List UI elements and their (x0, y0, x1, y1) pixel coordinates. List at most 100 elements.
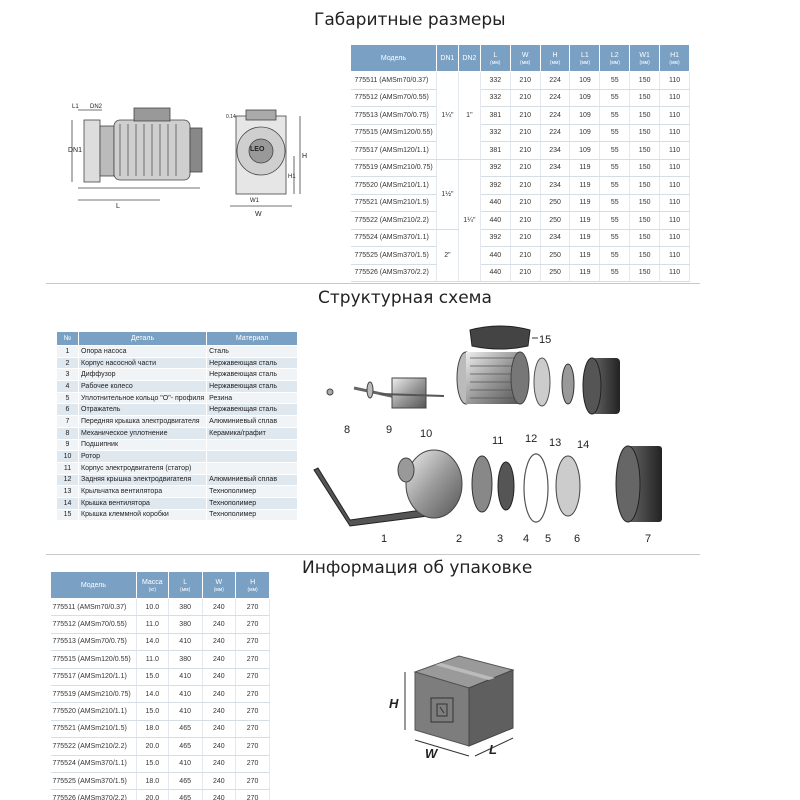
value-cell: 55 (599, 246, 631, 265)
table-header-row: Модель DN1 DN2 L(мм) W(мм) H(мм) L1(мм) … (350, 44, 690, 72)
value-cell: 332 (480, 124, 511, 142)
terminal-cover-part (469, 325, 531, 350)
material-cell: Нержавеющая сталь (206, 380, 298, 393)
model-cell: 775517 (AMSm120/1.1) (350, 141, 437, 160)
value-cell: 240 (202, 737, 237, 756)
value-cell: 240 (202, 615, 237, 634)
callout-3: 3 (497, 533, 503, 545)
value-cell: 392 (480, 176, 511, 195)
value-cell: 110 (659, 159, 690, 177)
model-cell: 775522 (AMSm210/2.2) (350, 211, 437, 230)
value-cell: 11.0 (136, 650, 169, 669)
col-l: L(мм) (479, 44, 511, 72)
value-cell: 55 (599, 141, 631, 160)
model-cell: 775511 (AMSm70/0.37) (350, 71, 437, 90)
value-cell: 110 (659, 246, 690, 265)
part-number-cell: 14 (56, 496, 79, 510)
pump-front-view (230, 109, 301, 207)
value-cell: 110 (659, 89, 690, 107)
value-cell: 14.0 (136, 633, 169, 652)
value-cell: 224 (540, 71, 571, 90)
value-cell: 55 (599, 194, 631, 212)
packaging-table: Модель Масса(кг) L(мм) W(мм) H(мм) 77551… (50, 571, 270, 800)
value-cell: 109 (569, 89, 601, 107)
packaging-title: Информация об упаковке (302, 558, 533, 578)
value-cell: 240 (202, 633, 237, 652)
dn1-cell: 1¼" (436, 71, 459, 160)
value-cell: 150 (629, 229, 661, 247)
col-w: W(мм) (509, 44, 541, 72)
part-name-cell: Рабочее колесо (77, 380, 208, 393)
exploded-view: 15 8 9 10 11 12 13 14 1 2 3 4 5 6 7 (313, 325, 662, 545)
callout-13: 13 (549, 437, 561, 449)
col-dn2: DN2 (457, 44, 481, 72)
fan-part (561, 363, 575, 405)
callout-1: 1 (381, 533, 387, 545)
material-cell: Алюминиевый сплав (206, 473, 298, 487)
divider (46, 283, 700, 284)
value-cell: 380 (168, 598, 203, 617)
model-cell: 775512 (AMSm70/0.55) (50, 615, 137, 634)
value-cell: 234 (540, 229, 571, 247)
value-cell: 270 (235, 598, 270, 617)
part-number-cell: 4 (56, 380, 79, 393)
model-cell: 775525 (AMSm370/1.5) (350, 246, 437, 265)
dimensions-table: Модель DN1 DN2 L(мм) W(мм) H(мм) L1(мм) … (350, 44, 690, 282)
value-cell: 119 (569, 176, 601, 195)
value-cell: 55 (599, 264, 631, 282)
col-h: H(мм) (539, 44, 571, 72)
value-cell: 119 (569, 194, 601, 212)
value-cell: 332 (480, 71, 511, 90)
box-h-label: H (389, 696, 399, 711)
value-cell: 55 (599, 124, 631, 142)
material-cell: Нержавеющая сталь (206, 356, 298, 370)
value-cell: 410 (168, 702, 203, 721)
col-l2: L2(мм) (599, 44, 631, 72)
value-cell: 240 (202, 650, 237, 669)
value-cell: 440 (480, 246, 511, 265)
value-cell: 119 (569, 229, 601, 247)
value-cell: 109 (569, 141, 601, 160)
part-name-cell: Крышка вентилятора (77, 496, 208, 510)
value-cell: 210 (510, 194, 541, 212)
material-cell (206, 461, 298, 475)
part-number-cell: 13 (56, 485, 79, 498)
part-name-cell: Опора насоса (77, 345, 208, 358)
value-cell: 224 (540, 124, 571, 142)
col-w1: W1(мм) (629, 44, 661, 72)
o-ring-part (523, 453, 549, 523)
l1-label: L1 (72, 104, 79, 110)
value-cell: 465 (168, 737, 203, 756)
value-cell: 210 (510, 89, 541, 107)
value-cell: 440 (480, 194, 511, 212)
model-cell: 775515 (AMSm120/0.55) (350, 124, 437, 142)
value-cell: 210 (510, 246, 541, 265)
value-cell: 250 (540, 194, 571, 212)
callout-14: 14 (577, 439, 589, 451)
material-cell: Технополимер (206, 508, 298, 522)
l-label: L (116, 203, 120, 210)
value-cell: 270 (235, 755, 270, 773)
value-cell: 150 (629, 264, 661, 282)
value-cell: 150 (629, 124, 661, 142)
model-cell: 775512 (AMSm70/0.55) (350, 89, 437, 107)
value-cell: 15.0 (136, 702, 169, 721)
value-cell: 270 (235, 702, 270, 721)
value-cell: 210 (510, 124, 541, 142)
value-cell: 20.0 (136, 737, 169, 756)
value-cell: 224 (540, 89, 571, 107)
rotor-part (379, 377, 445, 409)
part-name-cell: Механическое уплотнение (77, 426, 208, 440)
value-cell: 240 (202, 702, 237, 721)
value-cell: 110 (659, 211, 690, 230)
